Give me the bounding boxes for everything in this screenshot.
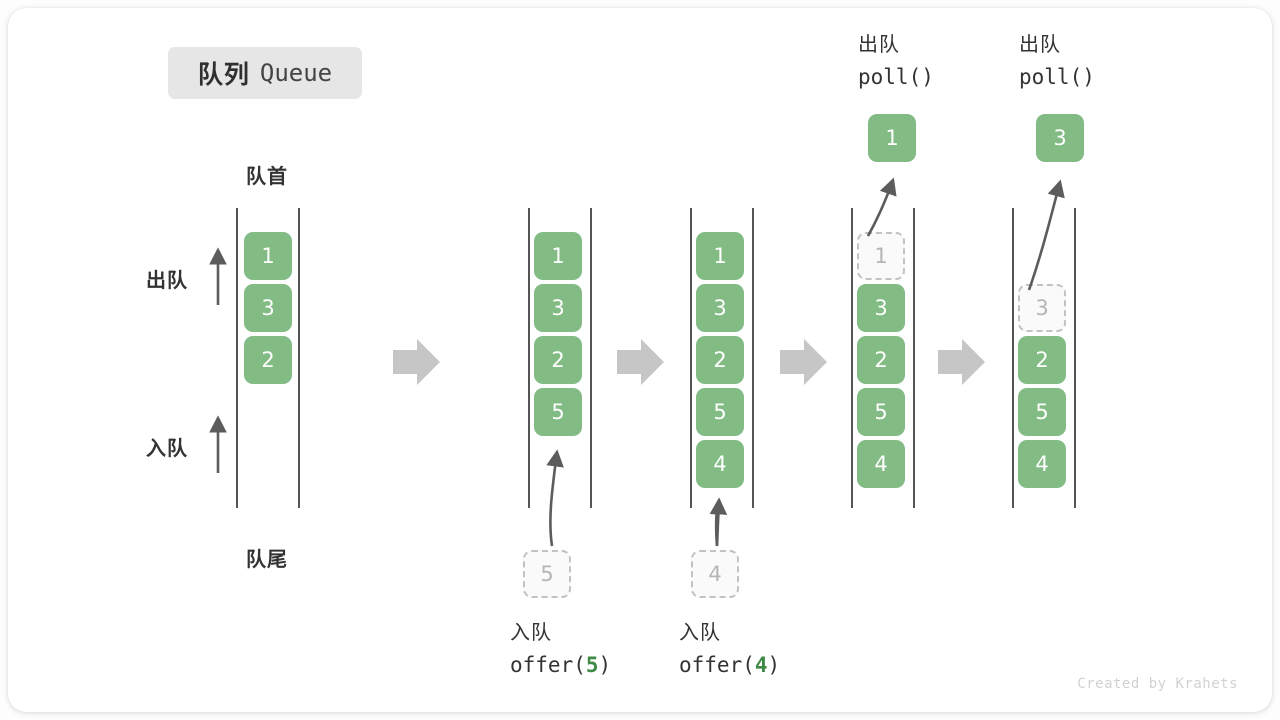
stage-4-node-2: 5: [857, 388, 905, 436]
stage-1-rail-right: [298, 208, 300, 508]
stage-2-incoming-ghost-node: 5: [523, 550, 571, 598]
stage-3-node-2: 2: [696, 336, 744, 384]
stage-1-node-0: 1: [244, 232, 292, 280]
stage-4-node-0: 3: [857, 284, 905, 332]
figure-title-en: Queue: [259, 59, 333, 87]
stage-4-ghost-node: 1: [857, 232, 905, 280]
dequeue-direction-label: 出队: [146, 270, 188, 292]
stage-4-caption-cn: 出队: [858, 34, 900, 56]
stage-5-ghost-node: 3: [1018, 284, 1066, 332]
stage-3-incoming-ghost-node: 4: [691, 550, 739, 598]
figure-title-cn: 队列: [197, 61, 250, 89]
stage-3-caption-paren: ): [767, 653, 781, 677]
stage-2-node-1: 3: [534, 284, 582, 332]
stage-2-node-2: 2: [534, 336, 582, 384]
stage-5-node-1: 5: [1018, 388, 1066, 436]
stage-4-rail-right: [913, 208, 915, 508]
stage-5-node-2: 4: [1018, 440, 1066, 488]
stage-4-caption-code: poll(): [858, 65, 934, 89]
stage-2-caption: 入队 offer(5): [510, 618, 611, 682]
stage-2-caption-cn: 入队: [510, 622, 552, 644]
watermark: Created by Krahets: [1077, 676, 1238, 692]
stage-2-caption-paren: ): [598, 653, 612, 677]
stage-5-caption-cn: 出队: [1019, 34, 1061, 56]
stage-4-popped-node: 1: [868, 114, 916, 162]
stage-2-node-0: 1: [534, 232, 582, 280]
stage-2-caption-arg: 5: [585, 653, 599, 677]
stage-3-caption-code: offer(4): [679, 649, 780, 682]
stage-1-node-2: 2: [244, 336, 292, 384]
stage-4-node-3: 4: [857, 440, 905, 488]
enqueue-direction-label: 入队: [146, 438, 188, 460]
stage-3-node-1: 3: [696, 284, 744, 332]
stage-3-rail-right: [752, 208, 754, 508]
stage-2-node-3: 5: [534, 388, 582, 436]
stage-2-rail-right: [590, 208, 592, 508]
queue-front-label: 队首: [246, 166, 288, 188]
figure-title-badge: 队列 Queue: [168, 47, 362, 99]
stage-3-caption-cn: 入队: [679, 622, 721, 644]
stage-1-rail-left: [236, 208, 238, 508]
stage-5-caption-code: poll(): [1019, 65, 1095, 89]
stage-3-node-3: 5: [696, 388, 744, 436]
stage-3-node-0: 1: [696, 232, 744, 280]
stage-5-rail-left: [1012, 208, 1014, 508]
stage-4-node-1: 2: [857, 336, 905, 384]
queue-rear-label: 队尾: [246, 549, 288, 571]
stage-4-rail-left: [851, 208, 853, 508]
stage-4-caption: 出队 poll(): [858, 30, 934, 94]
figure-card: [8, 8, 1272, 712]
stage-5-node-0: 2: [1018, 336, 1066, 384]
stage-3-caption-fn: offer(: [679, 653, 755, 677]
stage-3-caption-arg: 4: [754, 653, 768, 677]
stage-5-caption: 出队 poll(): [1019, 30, 1095, 94]
stage-3-node-4: 4: [696, 440, 744, 488]
stage-5-rail-right: [1074, 208, 1076, 508]
stage-2-rail-left: [528, 208, 530, 508]
stage-2-caption-fn: offer(: [510, 653, 586, 677]
stage-2-caption-code: offer(5): [510, 649, 611, 682]
stage-3-rail-left: [690, 208, 692, 508]
stage-3-caption: 入队 offer(4): [679, 618, 780, 682]
stage-5-popped-node: 3: [1036, 114, 1084, 162]
stage-1-node-1: 3: [244, 284, 292, 332]
